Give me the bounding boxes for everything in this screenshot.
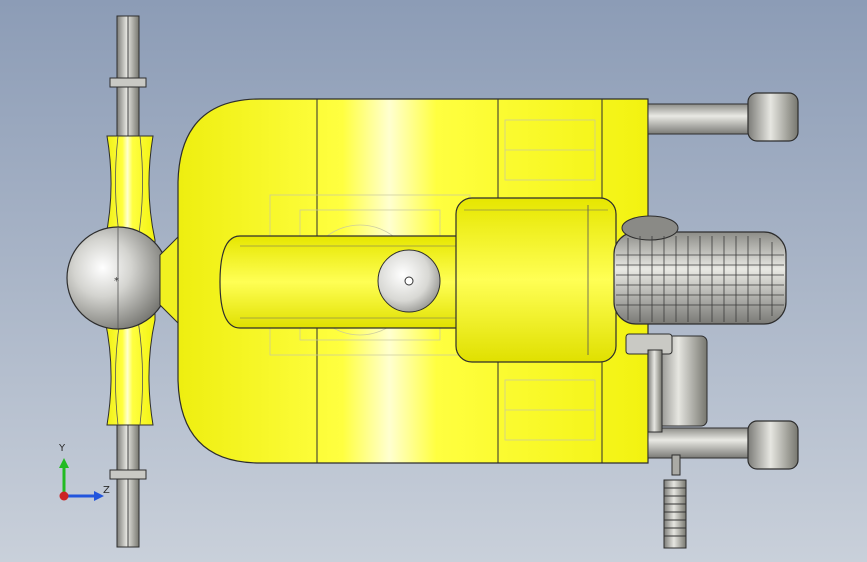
y-axis-label: Y <box>59 443 66 454</box>
orientation-triad[interactable]: Y Z <box>48 440 118 510</box>
triad-axes <box>59 458 104 501</box>
z-axis-label: Z <box>103 485 110 496</box>
rear-peg-top[interactable] <box>647 92 799 142</box>
x-axis-dot <box>59 491 69 501</box>
engine-cover[interactable] <box>455 197 617 363</box>
exhaust-block[interactable] <box>625 333 708 476</box>
rear-wheel[interactable] <box>613 215 787 325</box>
svg-text:*: * <box>114 276 119 287</box>
rear-peg-bottom[interactable] <box>647 420 799 470</box>
y-axis-head <box>59 458 69 468</box>
handlebar-assembly[interactable]: * <box>66 15 170 548</box>
z-axis-head <box>94 491 104 501</box>
kickstand-spring[interactable] <box>663 479 687 549</box>
